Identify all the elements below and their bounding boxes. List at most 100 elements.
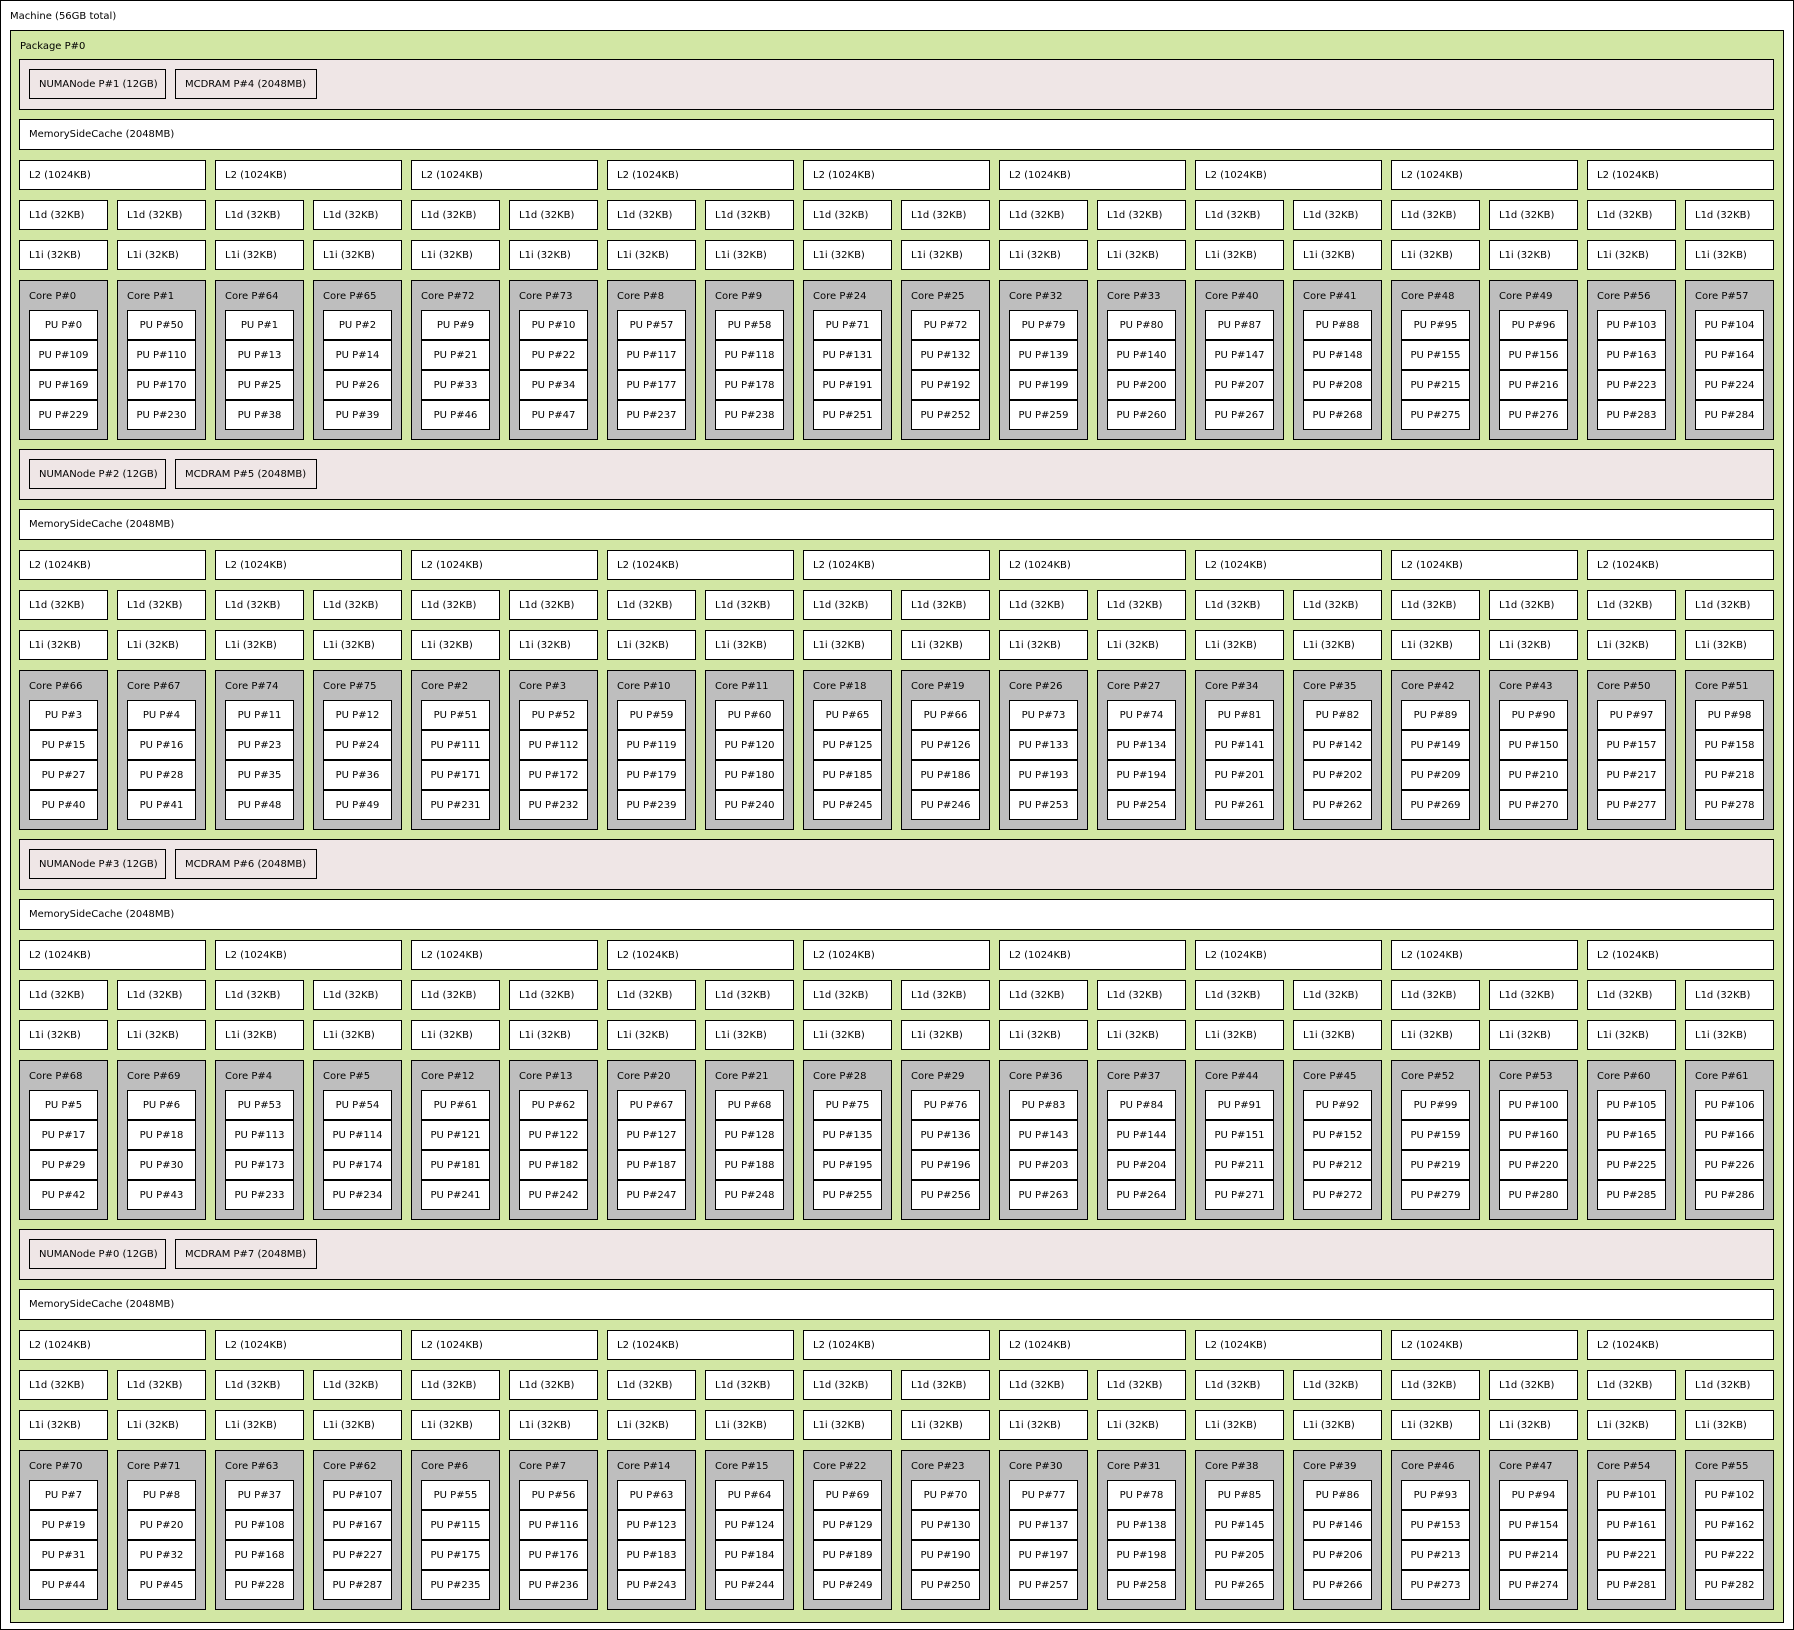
- l1i-cache: L1i (32KB): [1097, 1020, 1186, 1050]
- pu-label: PU P#116: [528, 1520, 579, 1531]
- l1d-cache: L1d (32KB): [1685, 590, 1774, 620]
- pu-label: PU P#23: [237, 740, 282, 751]
- l1i-cache-label: L1i (32KB): [1499, 640, 1551, 651]
- pu: PU P#262: [1303, 790, 1372, 820]
- l2-cache-label: L2 (1024KB): [29, 950, 91, 961]
- l1i-cache: L1i (32KB): [509, 240, 598, 270]
- l2-cache: L2 (1024KB): [215, 940, 402, 970]
- l1i-cache-label: L1i (32KB): [911, 1420, 963, 1431]
- l1i-cache: L1i (32KB): [901, 240, 990, 270]
- pu-label: PU P#32: [139, 1550, 184, 1561]
- pu-label: PU P#105: [1606, 1100, 1657, 1111]
- l2-cache: L2 (1024KB): [411, 1330, 598, 1360]
- l1d-cache: L1d (32KB): [1489, 1370, 1578, 1400]
- l2-cache-label: L2 (1024KB): [617, 170, 679, 181]
- pu-label: PU P#4: [142, 710, 181, 721]
- l1i-cache: L1i (32KB): [1097, 1410, 1186, 1440]
- pu: PU P#227: [323, 1540, 392, 1570]
- pu: PU P#257: [1009, 1570, 1078, 1600]
- pu-label: PU P#213: [1410, 1550, 1461, 1561]
- pu: PU P#150: [1499, 730, 1568, 760]
- l1d-cache-label: L1d (32KB): [813, 210, 869, 221]
- pu-label: PU P#76: [923, 1100, 968, 1111]
- pu-label: PU P#97: [1609, 710, 1654, 721]
- pu: PU P#41: [127, 790, 196, 820]
- l2-cache-label: L2 (1024KB): [1401, 170, 1463, 181]
- pu-label: PU P#287: [332, 1580, 383, 1591]
- l1d-cache: L1d (32KB): [1293, 590, 1382, 620]
- pu: PU P#273: [1401, 1570, 1470, 1600]
- core-label: Core P#11: [715, 681, 769, 692]
- pu: PU P#185: [813, 760, 882, 790]
- pu-label: PU P#63: [629, 1490, 674, 1501]
- pu: PU P#228: [225, 1570, 294, 1600]
- pu-label: PU P#117: [626, 350, 677, 361]
- pu: PU P#99: [1401, 1090, 1470, 1120]
- l2-cache-label: L2 (1024KB): [1205, 170, 1267, 181]
- l2-cache-label: L2 (1024KB): [1597, 560, 1659, 571]
- pu-label: PU P#254: [1116, 800, 1167, 811]
- l1i-cache-label: L1i (32KB): [617, 640, 669, 651]
- l1d-cache: L1d (32KB): [1489, 980, 1578, 1010]
- l1d-cache: L1d (32KB): [901, 200, 990, 230]
- l1d-cache: L1d (32KB): [313, 980, 402, 1010]
- pu-label: PU P#238: [724, 410, 775, 421]
- l1i-cache: L1i (32KB): [411, 630, 500, 660]
- l1d-cache-label: L1d (32KB): [1401, 600, 1457, 611]
- l1i-cache-label: L1i (32KB): [29, 640, 81, 651]
- pu-label: PU P#21: [433, 350, 478, 361]
- l1d-cache: L1d (32KB): [803, 980, 892, 1010]
- numa-node: NUMANode P#3 (12GB): [29, 849, 166, 879]
- numa-node: NUMANode P#2 (12GB): [29, 459, 166, 489]
- l1i-cache: L1i (32KB): [607, 630, 696, 660]
- pu: PU P#91: [1205, 1090, 1274, 1120]
- pu: PU P#110: [127, 340, 196, 370]
- pu-label: PU P#152: [1312, 1130, 1363, 1141]
- l1d-cache: L1d (32KB): [117, 590, 206, 620]
- core-label: Core P#47: [1499, 1461, 1553, 1472]
- pu-label: PU P#122: [528, 1130, 579, 1141]
- pu: PU P#214: [1499, 1540, 1568, 1570]
- pu: PU P#223: [1597, 370, 1666, 400]
- pu-label: PU P#126: [920, 740, 971, 751]
- l1d-cache-label: L1d (32KB): [1009, 210, 1065, 221]
- l1d-cache: L1d (32KB): [19, 200, 108, 230]
- l1d-cache-label: L1d (32KB): [715, 990, 771, 1001]
- pu: PU P#187: [617, 1150, 686, 1180]
- pu: PU P#47: [519, 400, 588, 430]
- l1i-cache: L1i (32KB): [1391, 1410, 1480, 1440]
- l1i-cache-label: L1i (32KB): [323, 250, 375, 261]
- l1i-cache: L1i (32KB): [1685, 1020, 1774, 1050]
- pu-label: PU P#189: [822, 1550, 873, 1561]
- l1d-cache-label: L1d (32KB): [1107, 990, 1163, 1001]
- l1i-cache: L1i (32KB): [901, 1020, 990, 1050]
- core-label: Core P#3: [519, 681, 567, 692]
- pu-label: PU P#73: [1021, 710, 1066, 721]
- pu: PU P#96: [1499, 310, 1568, 340]
- pu-label: PU P#127: [626, 1130, 677, 1141]
- l1d-cache: L1d (32KB): [1587, 980, 1676, 1010]
- l1d-cache: L1d (32KB): [1097, 200, 1186, 230]
- pu-label: PU P#58: [727, 320, 772, 331]
- pu: PU P#215: [1401, 370, 1470, 400]
- core-label: Core P#72: [421, 291, 475, 302]
- l1i-cache: L1i (32KB): [1685, 240, 1774, 270]
- pu-label: PU P#163: [1606, 350, 1657, 361]
- mcdram: MCDRAM P#6 (2048MB): [175, 849, 317, 879]
- l1d-cache-label: L1d (32KB): [519, 1380, 575, 1391]
- pu: PU P#62: [519, 1090, 588, 1120]
- l1i-cache: L1i (32KB): [1293, 240, 1382, 270]
- pu-label: PU P#149: [1410, 740, 1461, 751]
- pu: PU P#55: [421, 1480, 490, 1510]
- pu-label: PU P#214: [1508, 1550, 1559, 1561]
- core-label: Core P#64: [225, 291, 279, 302]
- l1i-cache: L1i (32KB): [1489, 240, 1578, 270]
- pu-label: PU P#178: [724, 380, 775, 391]
- pu-label: PU P#144: [1116, 1130, 1167, 1141]
